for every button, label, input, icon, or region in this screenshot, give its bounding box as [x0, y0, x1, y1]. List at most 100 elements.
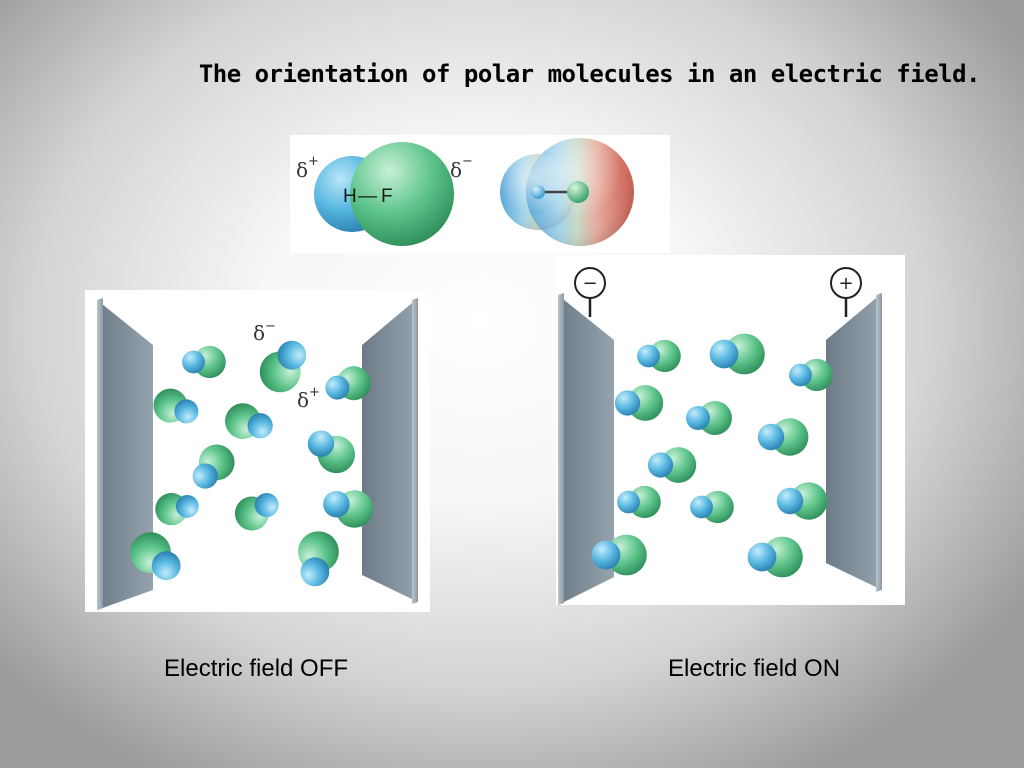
- hydrogen-atom: [175, 494, 199, 518]
- delta-plus-label: δ +: [297, 385, 320, 412]
- hydrogen-atom: [690, 495, 713, 519]
- hf-molecule: [686, 401, 732, 435]
- fluorine-atom: [790, 482, 828, 520]
- fluorine-atom: [762, 536, 803, 578]
- terminal-circle: [574, 267, 606, 299]
- field-on-panel: − +: [556, 255, 905, 605]
- hf-molecule: [647, 447, 697, 483]
- caption-field-off: Electric field OFF: [164, 655, 349, 682]
- atom-label-f: F: [381, 186, 393, 207]
- hydrogen-atom: [647, 452, 674, 478]
- hydrogen-atom: [182, 350, 205, 374]
- hf-molecule: [776, 482, 828, 520]
- left-plate: [97, 300, 153, 610]
- hf-model-panel: δ + δ − H — F: [290, 135, 670, 253]
- hf-molecule: [690, 490, 734, 524]
- slide-title: The orientation of polar molecules in an…: [198, 60, 981, 88]
- hydrogen-atom: [174, 399, 199, 424]
- hf-molecule: [130, 532, 181, 581]
- delta-symbol: δ: [450, 158, 462, 182]
- fluorine-atom: [698, 401, 732, 435]
- hf-model-figure: δ + δ − H — F: [296, 138, 634, 246]
- plus-sign: +: [308, 154, 319, 169]
- hf-molecule: [182, 345, 226, 379]
- minus-sign: −: [462, 154, 473, 169]
- fluorine-ball: [567, 181, 589, 203]
- delta-symbol: δ: [297, 388, 309, 412]
- minus-sign: −: [265, 319, 276, 334]
- hf-molecule: [298, 531, 339, 587]
- field-on-figure: − +: [558, 267, 882, 605]
- fluorine-atom: [724, 333, 765, 375]
- caption-field-on: Electric field ON: [668, 655, 841, 682]
- field-off-figure: δ − δ +: [97, 298, 418, 610]
- molecules-aligned: [591, 333, 833, 578]
- hydrogen-atom: [637, 344, 660, 368]
- hydrogen-atom: [247, 413, 273, 439]
- fluorine-atom: [606, 534, 647, 576]
- fluorine-atom: [193, 345, 226, 379]
- hf-molecule: [617, 485, 661, 519]
- field-off-panel: δ − δ +: [85, 290, 430, 612]
- hf-molecule: [307, 430, 356, 474]
- hydrogen-atom: [757, 423, 785, 451]
- fluorine-atom: [660, 447, 697, 483]
- delta-symbol: δ: [253, 321, 265, 345]
- terminal-circle: [830, 267, 862, 299]
- hydrogen-atom: [307, 430, 335, 457]
- hf-molecule: [325, 366, 371, 401]
- hydrogen-atom: [686, 406, 710, 430]
- negative-plate: [558, 295, 614, 605]
- hf-molecule: [614, 385, 664, 421]
- hydrogen-ball: [531, 185, 545, 199]
- minus-sign: −: [582, 273, 597, 294]
- hydrogen-atom: [325, 375, 350, 400]
- positive-terminal: +: [830, 267, 862, 317]
- fluorine-atom: [800, 358, 833, 392]
- hf-molecule: [591, 534, 647, 576]
- hydrogen-atom: [254, 493, 279, 517]
- hydrogen-atom: [614, 390, 641, 416]
- delta-symbol: δ: [296, 158, 308, 182]
- hf-molecule: [323, 490, 374, 528]
- hf-molecule: [789, 358, 833, 392]
- hf-molecule: [153, 388, 199, 424]
- fluorine-atom: [628, 485, 661, 519]
- delta-minus-label: δ −: [253, 319, 276, 345]
- right-plate: [362, 298, 418, 602]
- hydrogen-atom: [617, 490, 640, 514]
- hydrogen-atom: [591, 540, 621, 570]
- electrostatic-potential-map: [500, 138, 634, 246]
- hydrogen-atom: [747, 542, 777, 572]
- hydrogen-atom: [300, 557, 330, 587]
- fluorine-atom: [350, 142, 454, 246]
- delta-minus-label: δ −: [450, 154, 473, 182]
- atom-label-h: H: [343, 186, 357, 207]
- hf-molecule: [192, 444, 235, 489]
- hf-molecule: [259, 340, 307, 393]
- hydrogen-atom: [192, 463, 218, 489]
- hydrogen-atom: [776, 487, 804, 515]
- hf-molecule: [747, 536, 803, 578]
- fluorine-atom: [648, 339, 681, 373]
- hydrogen-atom: [709, 339, 739, 369]
- hydrogen-atom: [323, 490, 350, 518]
- fluorine-atom: [771, 418, 809, 456]
- hydrogen-atom: [789, 363, 812, 387]
- plus-sign: +: [309, 385, 320, 400]
- molecules-random: [130, 340, 374, 587]
- positive-plate: [826, 293, 882, 590]
- hf-molecule: [757, 418, 809, 456]
- hydrogen-atom: [151, 551, 181, 581]
- fluorine-atom: [627, 385, 664, 421]
- fluorine-atom: [701, 490, 734, 524]
- delta-plus-label: δ +: [296, 154, 319, 182]
- hf-molecule: [637, 339, 681, 373]
- negative-terminal: −: [574, 267, 606, 317]
- hf-molecule: [234, 493, 279, 531]
- bond-label: —: [358, 186, 377, 207]
- hf-molecule: [225, 403, 273, 439]
- hydrogen-atom: [277, 340, 307, 370]
- plus-sign: +: [838, 273, 853, 294]
- hf-molecule: [155, 493, 199, 526]
